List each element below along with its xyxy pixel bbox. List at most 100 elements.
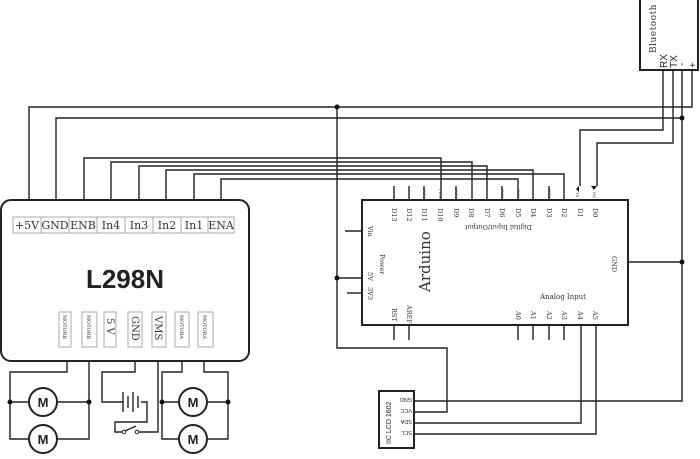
pin-label-vms: VMS xyxy=(152,315,163,340)
pin-label-in2: In2 xyxy=(158,219,176,232)
pin-label-gnd: GND xyxy=(41,219,68,232)
arduino-title: Arduino xyxy=(416,231,434,293)
pin-label-in4: In4 xyxy=(102,219,120,232)
pin-label-5v: 5 V xyxy=(104,318,115,336)
wire-sda xyxy=(414,325,582,424)
pin-label-d1: D1 xyxy=(576,208,584,217)
junction xyxy=(679,259,685,265)
terminal-box xyxy=(151,311,167,348)
lcd-pin-scl: SCL xyxy=(401,429,412,435)
pin-label-d11: D11 xyxy=(420,208,428,221)
junction xyxy=(159,399,165,405)
terminal-box xyxy=(127,311,143,348)
pin-label-d9: D9 xyxy=(452,208,460,217)
wire-scl xyxy=(414,325,597,435)
arrow-in-icon xyxy=(591,186,597,190)
pin-label-5v: 5V xyxy=(366,272,374,281)
bt-pin-tx: TX xyxy=(669,55,680,68)
pin-label-d12: D12 xyxy=(405,208,413,221)
pin-label-rst: RST xyxy=(390,308,398,322)
terminal-box xyxy=(174,311,190,348)
pin-label-a3: A3 xyxy=(560,310,568,320)
rx-tag: RX xyxy=(592,192,597,198)
power-label: Power xyxy=(378,254,386,275)
analog-input-label: Analog Input xyxy=(539,293,586,301)
pin-label-d5: D5 xyxy=(514,208,522,217)
junction xyxy=(679,115,685,121)
bluetooth-module: Bluetooth RX TX - + xyxy=(639,0,699,71)
arduino-outline xyxy=(361,199,629,326)
pin-label-aref: AREF xyxy=(405,304,413,324)
digital-io-label: Digital Input/Output xyxy=(464,223,532,231)
wire-in2 xyxy=(165,169,534,217)
wire-in4 xyxy=(110,161,473,217)
motor-icon xyxy=(178,424,208,454)
wire-5v xyxy=(28,70,693,217)
arrow-out-icon xyxy=(576,186,579,192)
terminal-box xyxy=(81,311,98,348)
l298n-top-terminals: +5V GND ENB In4 In3 In2 In1 ENA xyxy=(12,216,235,234)
pin-label-a5: A5 xyxy=(591,310,599,320)
bluetooth-outline xyxy=(639,0,699,71)
pin-label-a1: A1 xyxy=(529,310,537,320)
junction xyxy=(334,275,340,281)
lcd-pin-gnd: GND xyxy=(400,396,412,402)
wire-motora-1 xyxy=(161,347,183,440)
wire-battery-switch xyxy=(114,401,148,433)
motor-icon xyxy=(28,424,58,454)
pin-label-a2: A2 xyxy=(545,310,553,320)
pwm-tags: PWM PWM PWM PWM PWM PWM TX RX xyxy=(422,186,597,199)
bt-pin-plus: + xyxy=(688,62,699,68)
pin-stubs-top xyxy=(393,186,550,200)
switch-icon xyxy=(121,425,140,435)
bluetooth-title: Bluetooth xyxy=(649,4,659,53)
wire-ena xyxy=(220,178,519,217)
terminal-box xyxy=(207,216,235,234)
pin-label-in1: In1 xyxy=(185,219,203,232)
lcd-module: IIC LCD 1602 GND VCC SDA SCL xyxy=(378,390,415,449)
junction xyxy=(7,399,13,405)
wire-motora-2 xyxy=(203,347,229,440)
pin-label-d10: D10 xyxy=(436,208,444,221)
wire-motorb-1 xyxy=(9,347,68,440)
pin-label-motorb: MOTORB xyxy=(61,315,67,339)
wire-bt-rx xyxy=(579,70,664,186)
pin-label-gnd: GND xyxy=(610,256,618,272)
motors: M M M M xyxy=(28,387,208,454)
pin-label-motorb: MOTORB xyxy=(85,315,91,339)
junction xyxy=(86,399,92,405)
pin-label-d13: D13 xyxy=(390,208,398,221)
pin-label-d6: D6 xyxy=(498,208,506,217)
terminal-box xyxy=(58,311,72,348)
lcd-title: IIC LCD 1602 xyxy=(386,401,393,444)
motor-label: M xyxy=(38,432,49,447)
l298n-bottom-terminals: MOTORB MOTORB 5 V GND VMS MOTORA MOTORA xyxy=(58,311,214,348)
pin-stubs-bottom xyxy=(393,325,565,340)
pin-label-a0: A0 xyxy=(514,310,522,320)
lcd-pin-sda: SDA xyxy=(400,418,412,424)
pin-label-3v3: 3V3 xyxy=(366,287,374,300)
pwm-tag: PWM xyxy=(516,189,520,199)
pin-label-d7: D7 xyxy=(483,208,491,217)
pin-label-gnd: GND xyxy=(129,316,140,341)
pwm-tag: PWM xyxy=(454,189,458,199)
pin-label-in3: In3 xyxy=(130,219,148,232)
wire-battery-gnd xyxy=(101,347,136,403)
pin-label-d8: D8 xyxy=(467,208,475,217)
wire-gnd xyxy=(55,70,683,217)
bt-pin-minus: - xyxy=(677,63,688,66)
lcd-pin-vcc: VCC xyxy=(400,407,412,413)
motor-icon xyxy=(178,387,208,417)
wires xyxy=(7,70,693,440)
analog-pin-labels: A0 A1 A2 A3 A4 A5 xyxy=(514,310,599,320)
pin-label-enb: ENB xyxy=(70,219,96,232)
battery-icon xyxy=(122,392,139,412)
pin-label-motora: MOTORA xyxy=(201,315,207,339)
motor-label: M xyxy=(188,432,199,447)
pin-label-ena: ENA xyxy=(208,219,235,232)
pwm-tag: PWM xyxy=(547,189,551,199)
pin-label-5v: +5V xyxy=(15,219,40,232)
wire-in3 xyxy=(138,165,488,217)
lcd-outline xyxy=(378,390,415,449)
